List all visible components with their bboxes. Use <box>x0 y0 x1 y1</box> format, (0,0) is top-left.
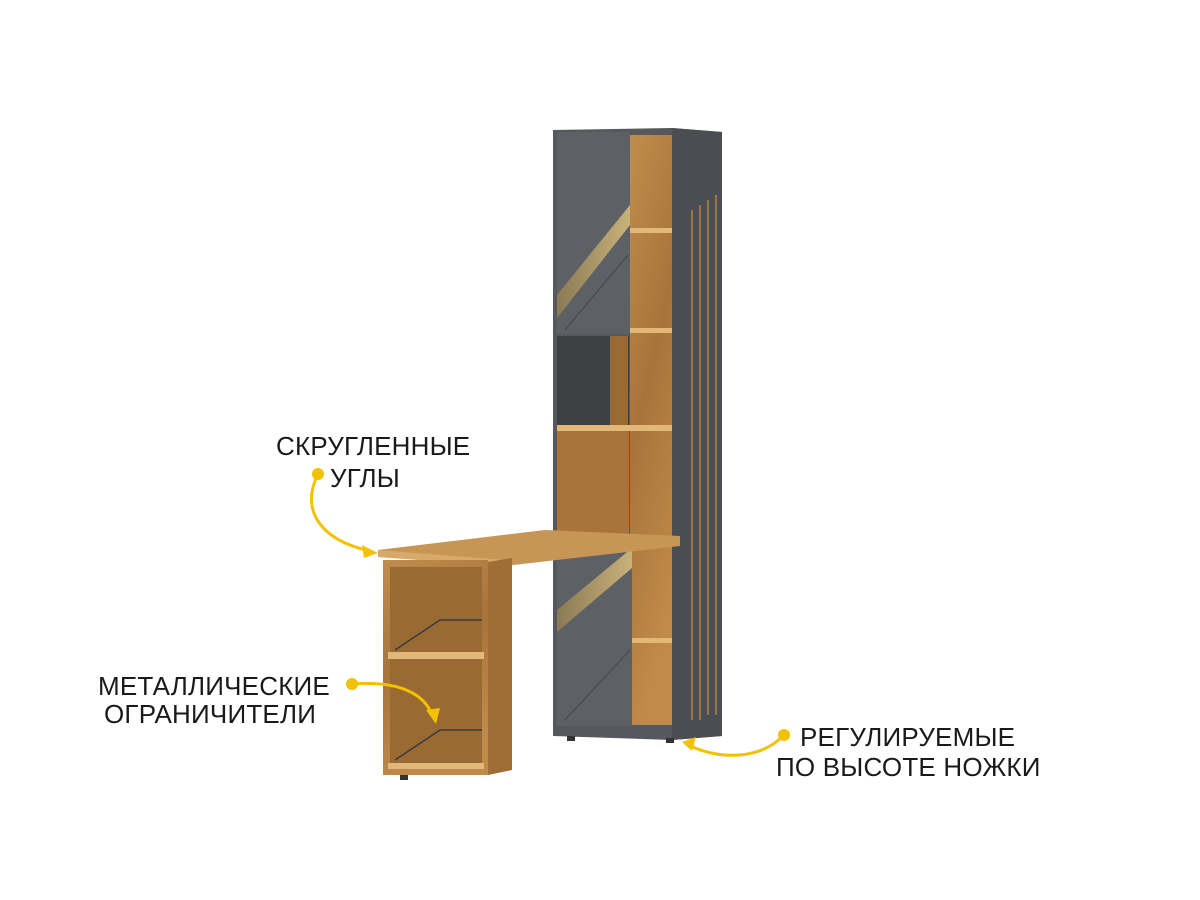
callout-rounded-corners-line2: УГЛЫ <box>330 463 401 493</box>
callout-dots <box>312 468 790 751</box>
callout-arrows <box>310 473 786 757</box>
callout-metal-stoppers-line1: МЕТАЛЛИЧЕСКИЕ <box>98 671 330 701</box>
desk <box>378 530 680 780</box>
callout-adjustable-legs-line1: РЕГУЛИРУЕМЫЕ <box>800 722 1016 752</box>
callout-rounded-corners-line1: СКРУГЛЕННЫЕ <box>276 431 471 461</box>
bookcase-tower <box>553 128 722 743</box>
callout-metal-stoppers-line2: ОГРАНИЧИТЕЛИ <box>104 699 317 729</box>
callout-adjustable-legs-line2: ПО ВЫСОТЕ НОЖКИ <box>776 752 1041 782</box>
